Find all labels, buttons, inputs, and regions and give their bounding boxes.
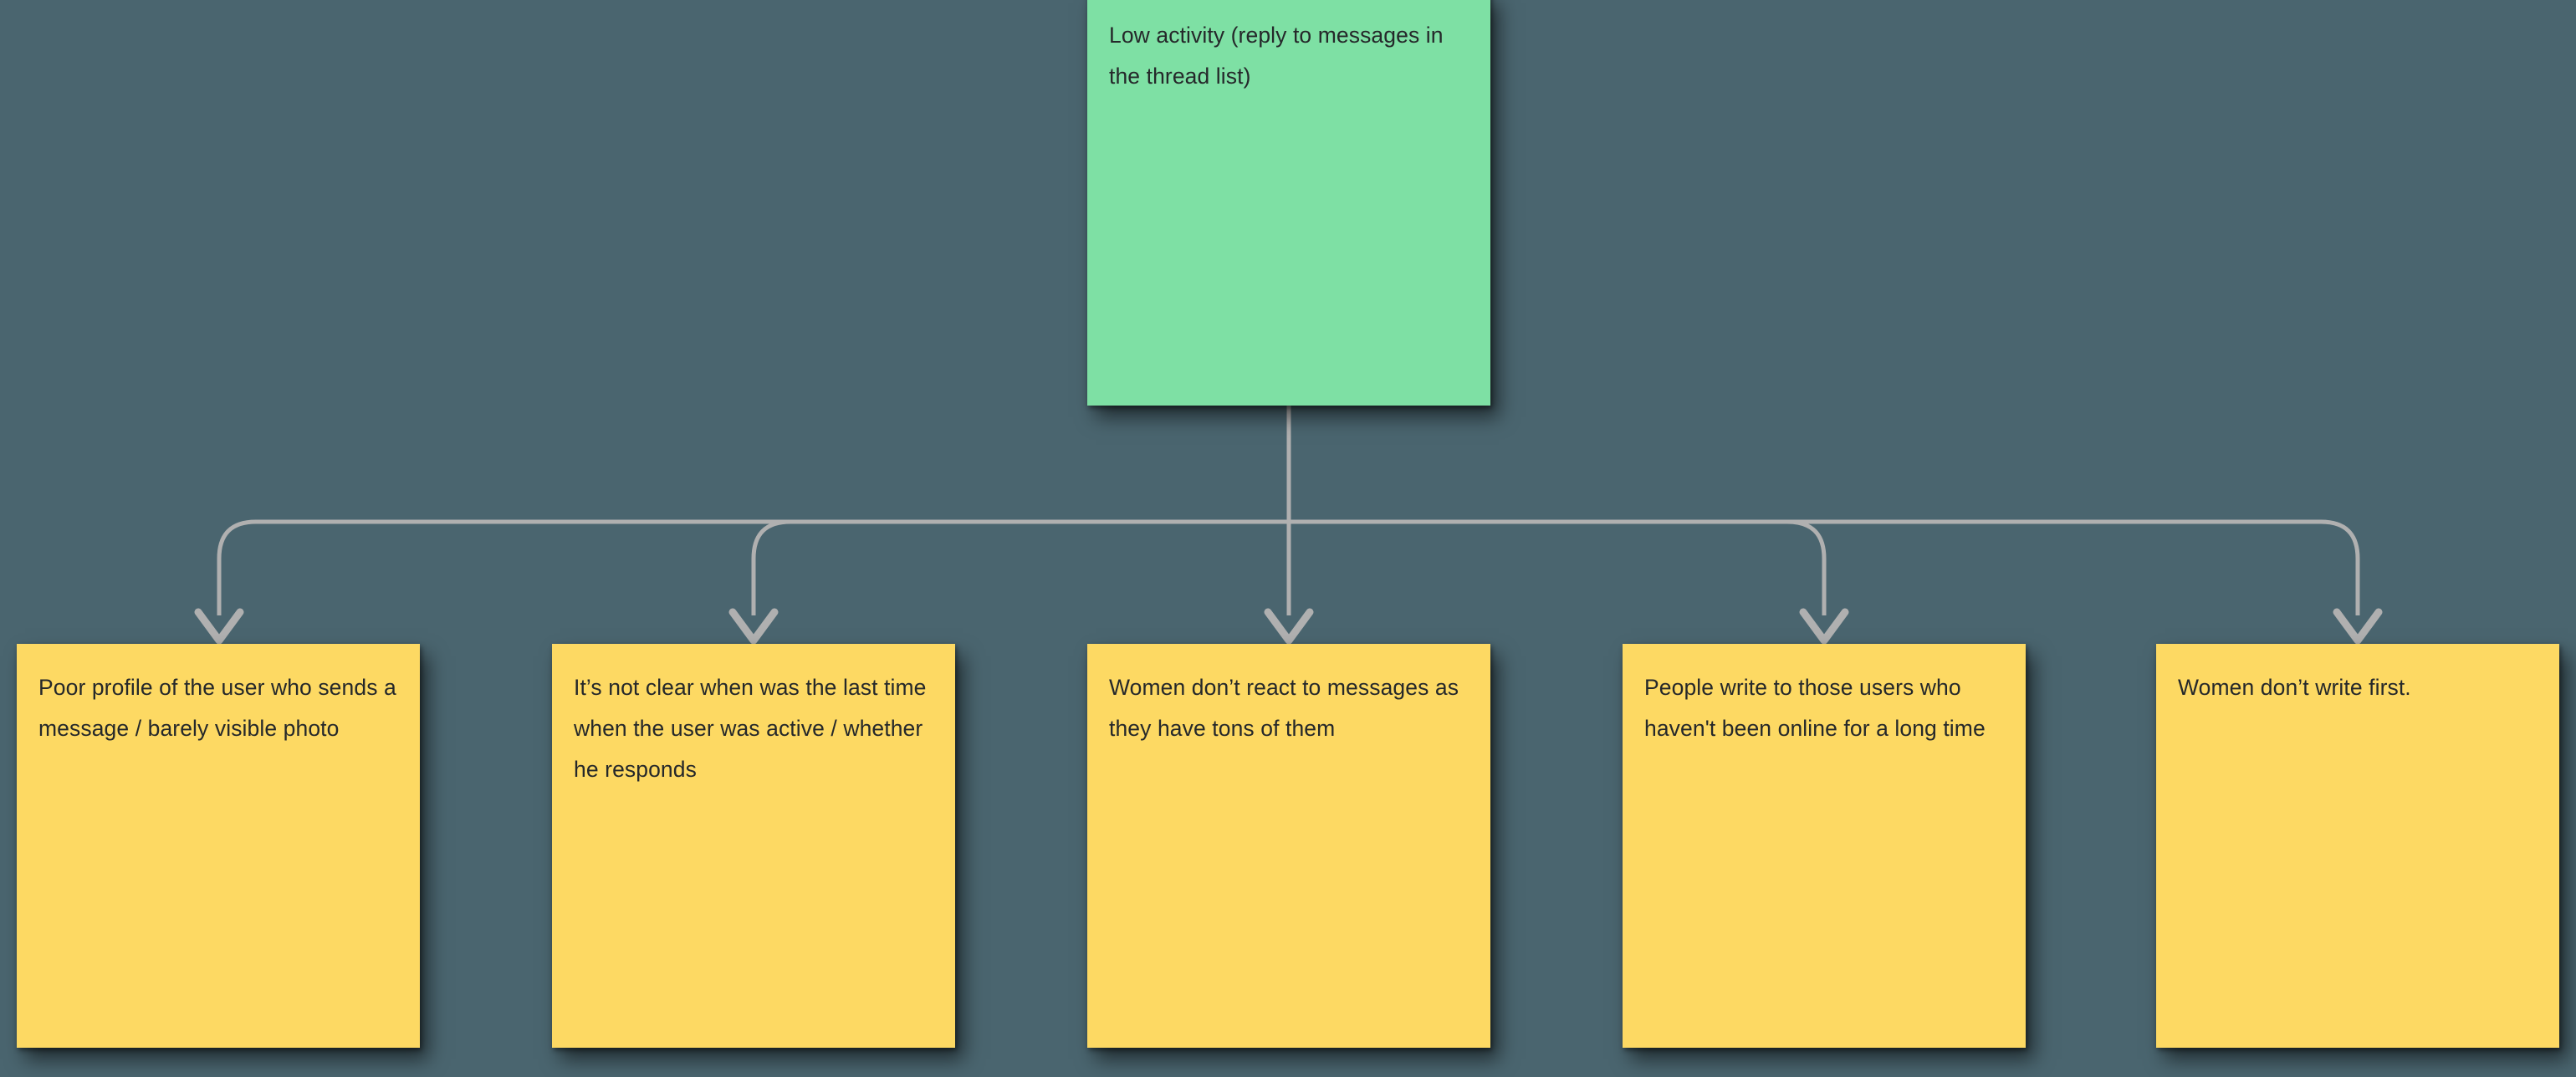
- connector-line: [2320, 519, 2360, 615]
- node-leaf-0[interactable]: Poor profile of the user who sends a mes…: [17, 644, 420, 1048]
- connector-arrowhead: [194, 608, 244, 645]
- node-leaf-1[interactable]: It’s not clear when was the last time wh…: [552, 644, 955, 1048]
- node-leaf-3-text: People write to those users who haven't …: [1644, 675, 1986, 741]
- node-root-text: Low activity (reply to messages in the t…: [1109, 23, 1450, 89]
- node-leaf-2-text: Women don’t react to messages as they ha…: [1109, 675, 1465, 741]
- connector-arrowhead: [2333, 608, 2383, 645]
- node-leaf-0-text: Poor profile of the user who sends a mes…: [38, 675, 403, 741]
- connector-line: [751, 519, 791, 615]
- node-leaf-1-text: It’s not clear when was the last time wh…: [574, 675, 933, 782]
- connector-line: [1786, 519, 1827, 615]
- node-leaf-2[interactable]: Women don’t react to messages as they ha…: [1087, 644, 1490, 1048]
- connector-arrowhead: [728, 608, 779, 645]
- connector-arrowhead: [1264, 608, 1314, 645]
- connector-arrowhead: [1799, 608, 1849, 645]
- node-leaf-4[interactable]: Women don’t write first.: [2156, 644, 2559, 1048]
- node-root[interactable]: Low activity (reply to messages in the t…: [1087, 0, 1490, 406]
- connector-line: [217, 519, 257, 615]
- node-leaf-3[interactable]: People write to those users who haven't …: [1623, 644, 2026, 1048]
- node-leaf-4-text: Women don’t write first.: [2178, 675, 2411, 700]
